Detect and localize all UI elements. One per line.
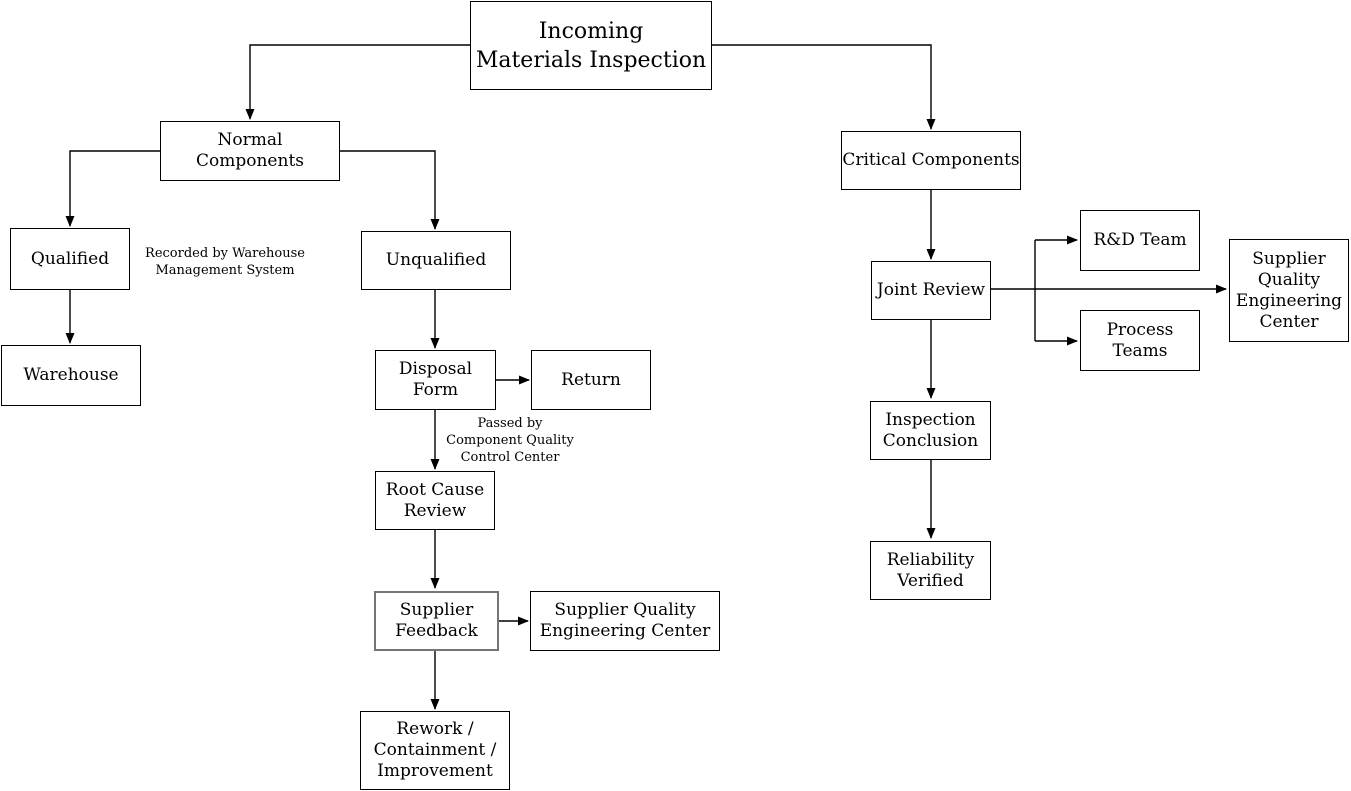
node-incoming-materials-inspection[interactable]: Incoming Materials Inspection <box>470 1 712 90</box>
node-warehouse[interactable]: Warehouse <box>1 345 141 406</box>
node-reliability-verified[interactable]: Reliability Verified <box>870 541 991 600</box>
edge-incoming-to-normal <box>245 44 470 120</box>
node-critical-components[interactable]: Critical Components <box>841 131 1021 190</box>
node-joint-review[interactable]: Joint Review <box>871 261 991 320</box>
edge-incoming-to-critical <box>712 44 936 130</box>
node-disposal-form[interactable]: Disposal Form <box>375 350 496 410</box>
node-supplier-quality-engineering-center[interactable]: Supplier Quality Engineering Center <box>530 591 720 651</box>
node-inspection-conclusion[interactable]: Inspection Conclusion <box>870 401 991 460</box>
node-unqualified[interactable]: Unqualified <box>361 231 511 290</box>
node-supplier-quality-engineering-center-right[interactable]: Supplier Quality Engineering Center <box>1229 239 1349 342</box>
node-rd-team[interactable]: R&D Team <box>1080 210 1200 271</box>
edge-normal-to-unqualified <box>340 150 440 230</box>
node-root-cause-review[interactable]: Root Cause Review <box>375 471 495 530</box>
node-return[interactable]: Return <box>531 350 651 410</box>
node-supplier-feedback[interactable]: Supplier Feedback <box>374 591 499 651</box>
annotation-passed-by-quality-center: Passed by Component Quality Control Cent… <box>446 416 574 465</box>
node-process-teams[interactable]: Process Teams <box>1080 310 1200 371</box>
node-qualified[interactable]: Qualified <box>10 228 130 290</box>
edge-normal-to-qualified <box>65 150 161 227</box>
node-rework-containment-improvement[interactable]: Rework / Containment / Improvement <box>360 711 510 790</box>
annotation-recorded-by-warehouse: Recorded by Warehouse Management System <box>145 246 305 278</box>
node-normal-components[interactable]: Normal Components <box>160 121 340 181</box>
